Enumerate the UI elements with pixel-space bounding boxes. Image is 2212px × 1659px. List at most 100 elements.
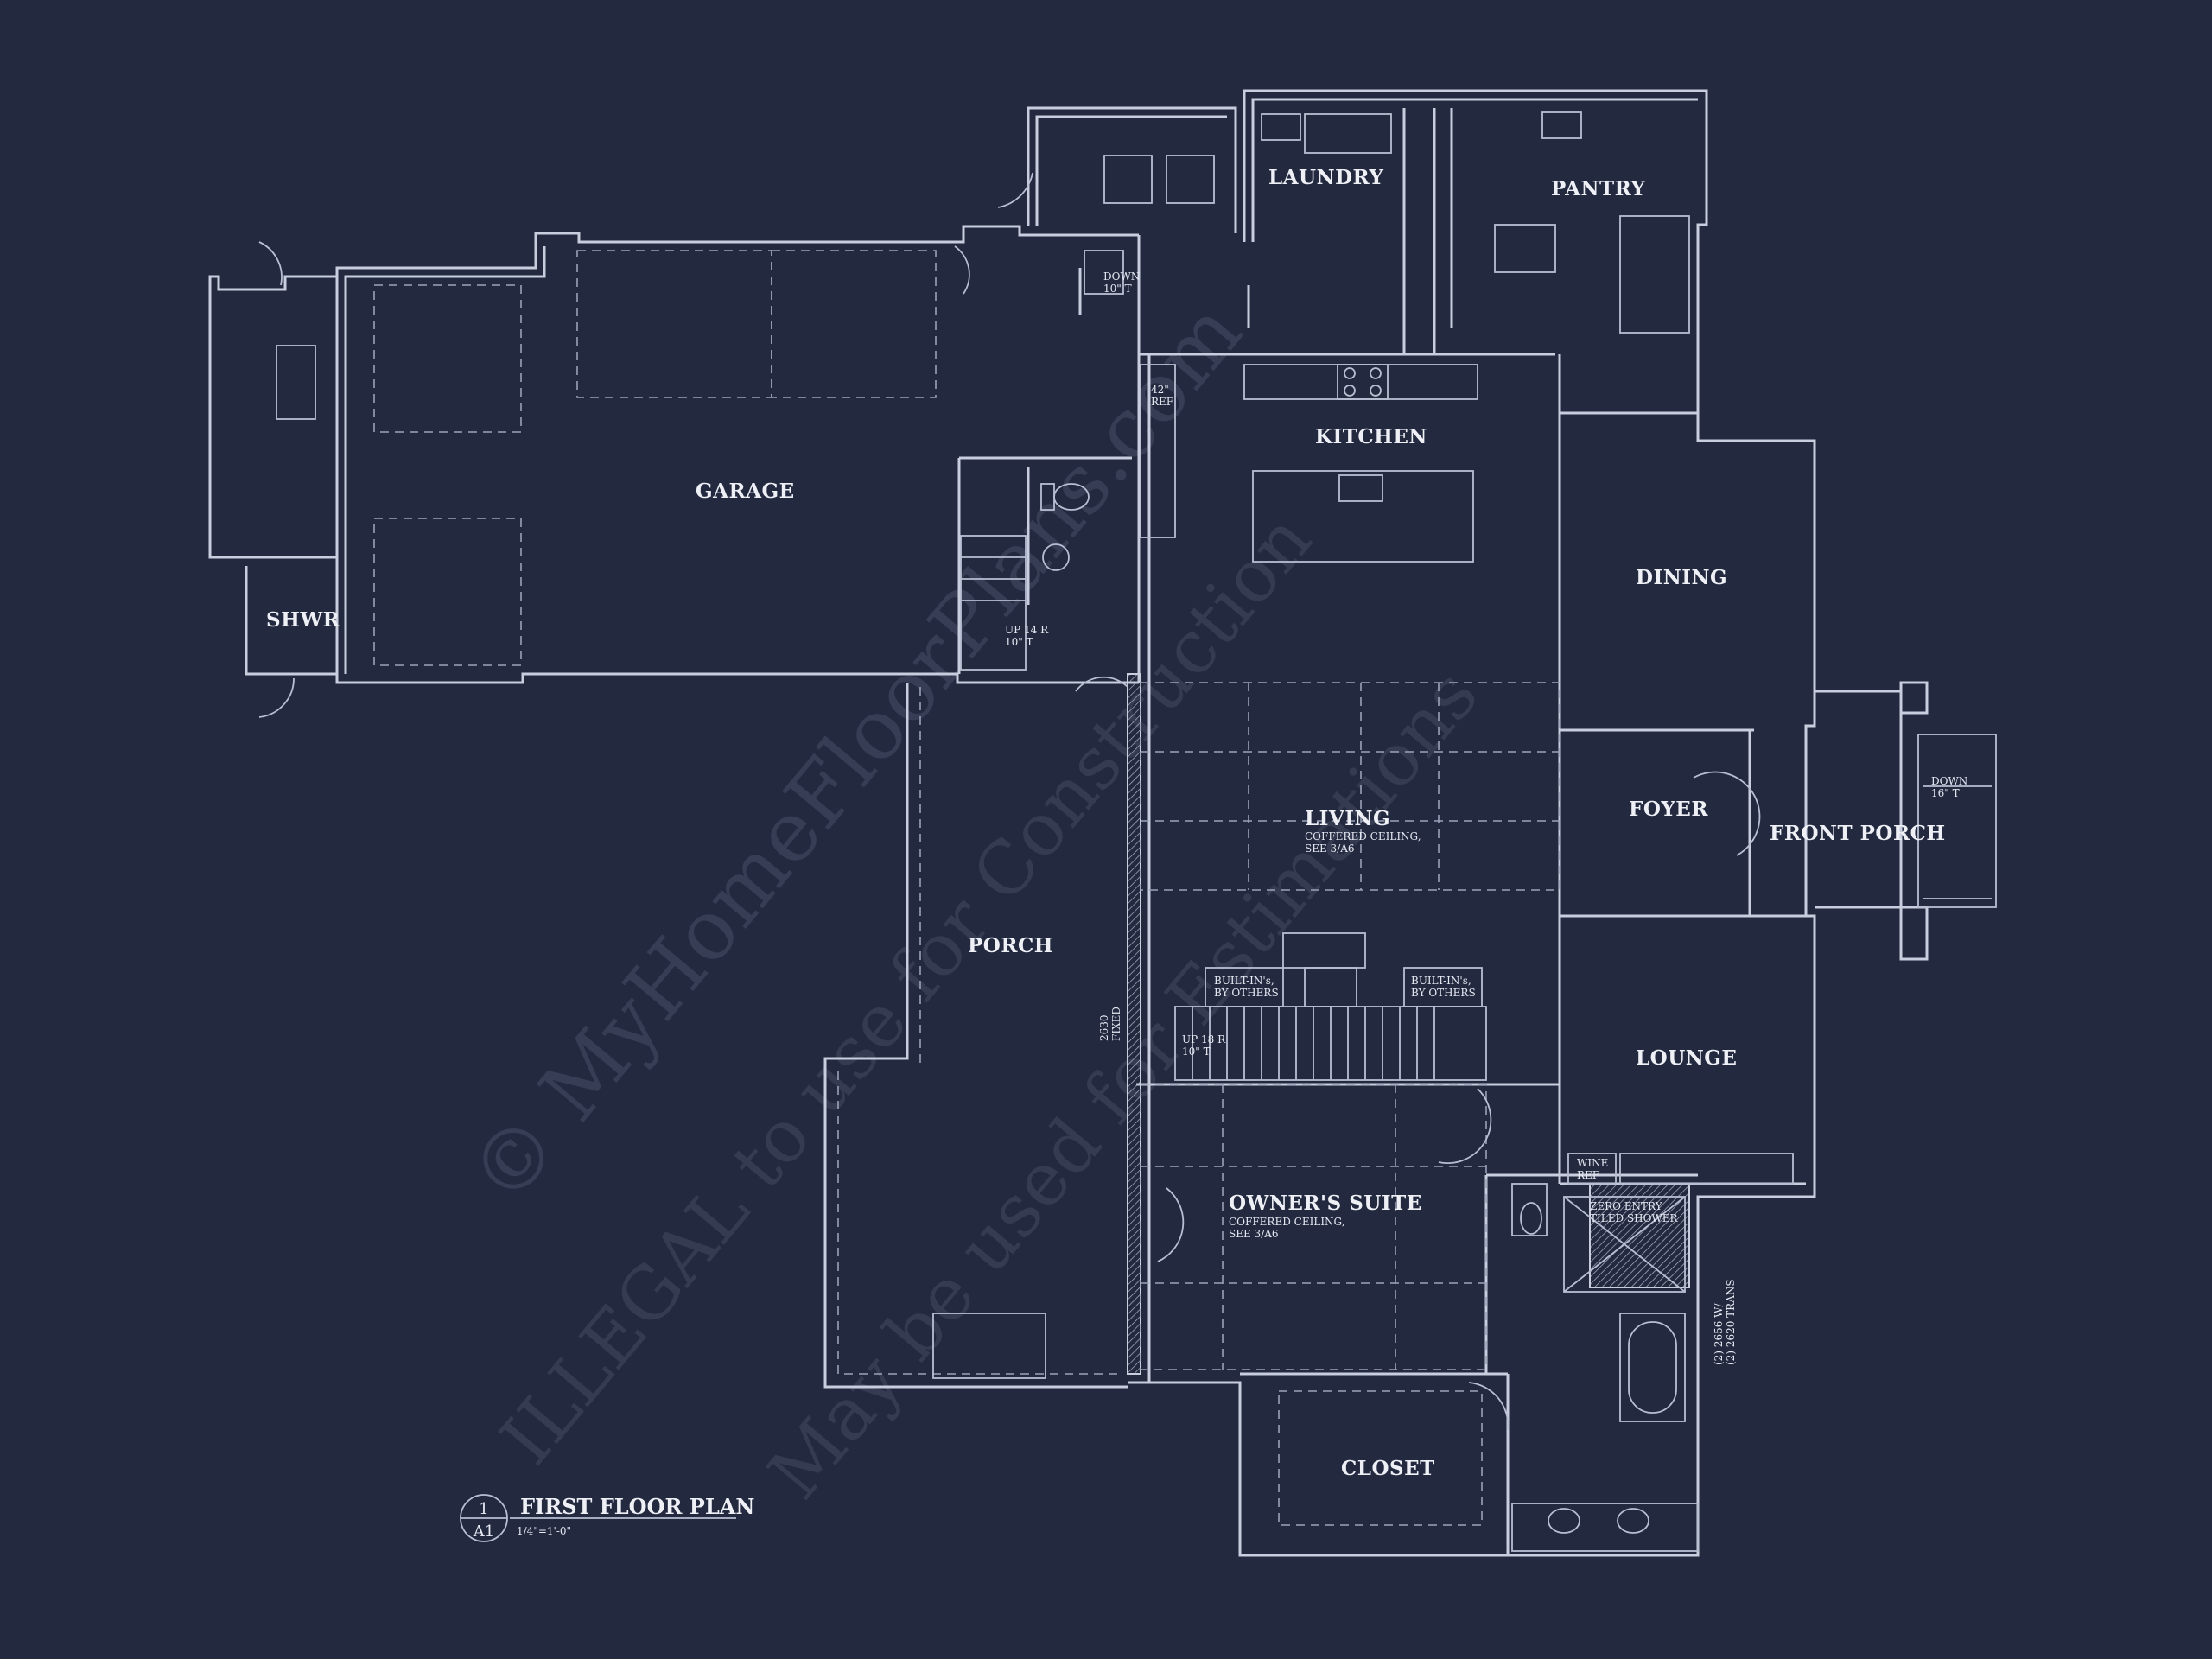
- exterior-walls: [208, 89, 1997, 1557]
- door-swing: [997, 172, 1033, 208]
- note-builtins-right-by: BY OTHERS: [1411, 987, 1476, 999]
- shower-bumpout: [208, 275, 337, 559]
- cooktop: [1337, 364, 1389, 400]
- kitchen-sink: [1338, 474, 1383, 502]
- powder-sink: [1042, 543, 1070, 571]
- wine-ref: [1567, 1153, 1617, 1185]
- watermark: © MyHomeFloorPlans.com ILLEGAL to use fo…: [451, 284, 1494, 1515]
- bathtub: [1619, 1313, 1686, 1422]
- vanity-sink-2: [1617, 1508, 1649, 1534]
- closet-shelf: [1278, 1390, 1483, 1526]
- mudroom-locker-2: [1166, 155, 1215, 204]
- note-builtins-left: BUILT-IN's,: [1214, 975, 1274, 987]
- pantry-sink: [1541, 111, 1582, 139]
- door-swing: [1157, 1187, 1185, 1262]
- annotations: DOWN 10" T 42" REF UP 14 R 10" T COFFERE…: [1005, 270, 1967, 1365]
- room-label-laundry: LAUNDRY: [1268, 166, 1383, 189]
- front-porch-outline: [1815, 690, 1903, 909]
- pantry-appliance: [1494, 224, 1556, 273]
- garage-inner-wall: [344, 246, 546, 674]
- room-label-living: LIVING: [1305, 807, 1390, 830]
- note-window-trans: (2) 2620 TRANS: [1725, 1279, 1737, 1365]
- fireplace: [1304, 967, 1357, 1007]
- garage-bay-1: [576, 250, 772, 398]
- outer-wall-east: [1128, 89, 1816, 1557]
- porch-outline: [823, 683, 1128, 1389]
- room-label-shwr: SHWR: [266, 608, 340, 632]
- note-suite-ceiling-ref: SEE 3/A6: [1229, 1228, 1279, 1240]
- note-up-garage: UP 14 R: [1005, 624, 1049, 636]
- note-living-ceiling: COFFERED CEILING,: [1305, 830, 1421, 842]
- note-ref: REF: [1151, 396, 1173, 408]
- outer-wall-inner-line: [1251, 98, 1698, 242]
- sheet-number: A1: [473, 1522, 494, 1541]
- suite-coffer: [1140, 1084, 1487, 1370]
- refrigerator-wall: [1140, 364, 1176, 538]
- note-fixed-window-size: 2630: [1098, 1014, 1110, 1041]
- shower-bench: [276, 345, 316, 420]
- wall-hatch-west: [1127, 673, 1141, 1375]
- bath-toilet: [1511, 1183, 1548, 1236]
- note-fixed-window: FIXED: [1110, 1007, 1122, 1041]
- rear-stair: [1084, 250, 1124, 295]
- note-living-ceiling-ref: SEE 3/A6: [1305, 842, 1355, 855]
- note-wine: WINE: [1577, 1157, 1608, 1169]
- room-label-owners-suite: OWNER'S SUITE: [1229, 1192, 1422, 1215]
- note-down-front: DOWN: [1931, 775, 1967, 787]
- detail-number: 1: [479, 1500, 488, 1518]
- burner: [1344, 385, 1356, 397]
- mudroom-inner-wall: [1035, 115, 1227, 226]
- outdoor-fireplace: [932, 1313, 1046, 1379]
- door-swing: [1438, 1088, 1492, 1164]
- door-swing: [258, 677, 295, 718]
- vanity-sink-1: [1548, 1508, 1580, 1534]
- vanity: [1511, 1503, 1699, 1552]
- note-up-stair: UP 18 R: [1182, 1033, 1226, 1046]
- shower-hatch: [1589, 1183, 1690, 1288]
- door-swing: [1468, 1382, 1510, 1431]
- garage-bay-2: [771, 250, 937, 398]
- bathtub-basin: [1628, 1321, 1677, 1414]
- note-window: (2) 2656 W/: [1713, 1303, 1725, 1366]
- room-label-garage: GARAGE: [696, 480, 795, 503]
- coffered-ceiling-lines: [373, 250, 1560, 1526]
- garage-stair: [960, 535, 1027, 671]
- front-porch-post-1: [1899, 681, 1929, 715]
- mudroom-wall: [1027, 106, 1237, 233]
- room-label-pantry: PANTRY: [1551, 177, 1646, 200]
- shower-wall: [245, 566, 337, 676]
- note-builtins-right: BUILT-IN's,: [1411, 975, 1471, 987]
- note-down-front-tread: 16" T: [1931, 787, 1960, 799]
- laundry-counter: [1304, 113, 1392, 154]
- burner: [1344, 367, 1356, 379]
- living-coffer: [1140, 682, 1560, 891]
- garage-storage-1: [373, 284, 522, 433]
- drawing-scale: 1/4"=1'-0": [517, 1525, 571, 1537]
- shower-pan: [1563, 1196, 1686, 1293]
- note-suite-ceiling: COFFERED CEILING,: [1229, 1216, 1345, 1228]
- room-label-closet: CLOSET: [1341, 1457, 1435, 1480]
- shower-slope: [1563, 1196, 1686, 1293]
- door-swing: [954, 245, 970, 295]
- note-shower-type: TILED SHOWER: [1590, 1212, 1679, 1224]
- toilet-tank: [1040, 483, 1055, 511]
- note-down-rear: DOWN: [1103, 270, 1140, 283]
- garage-storage-2: [373, 518, 522, 666]
- kitchen-island: [1252, 470, 1474, 563]
- note-down-rear-tread: 10" T: [1103, 283, 1132, 295]
- note-wine-ref: REF: [1577, 1169, 1599, 1181]
- door-swing: [1693, 771, 1761, 856]
- note-up-stair-tread: 10" T: [1182, 1046, 1211, 1058]
- bath-toilet-bowl: [1520, 1202, 1542, 1235]
- note-ref-size: 42": [1151, 384, 1169, 396]
- drawing-title: FIRST FLOOR PLAN: [520, 1494, 754, 1519]
- porch-beam-2: [837, 1071, 1123, 1375]
- room-label-lounge: LOUNGE: [1636, 1046, 1737, 1070]
- title-block: 1 A1 FIRST FLOOR PLAN 1/4"=1'-0": [460, 1494, 754, 1542]
- mudroom-locker-1: [1103, 155, 1153, 204]
- room-label-front-porch: FRONT PORCH: [1770, 822, 1946, 845]
- kitchen-counter: [1243, 364, 1478, 400]
- room-label-foyer: FOYER: [1629, 798, 1708, 821]
- fixtures: [258, 111, 1794, 1552]
